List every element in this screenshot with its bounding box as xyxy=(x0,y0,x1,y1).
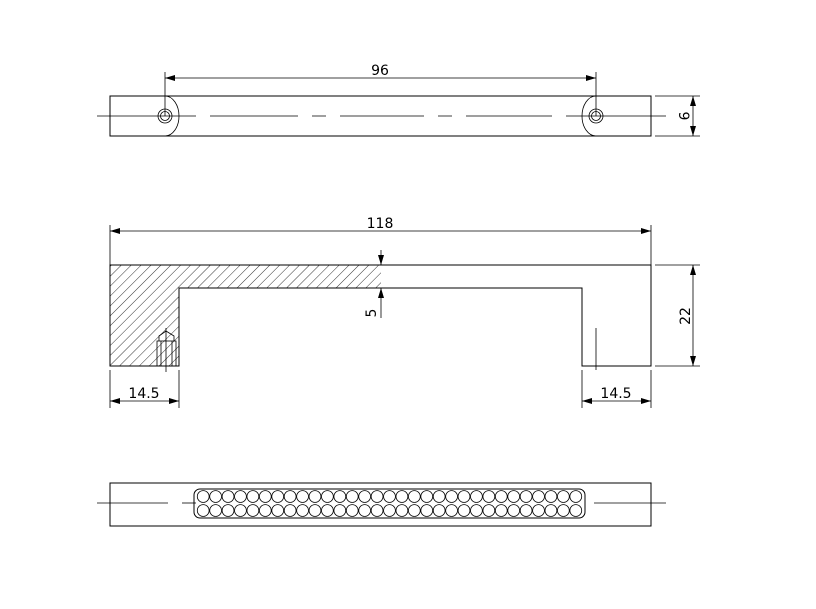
screw-insert xyxy=(156,328,177,372)
crystal-circle xyxy=(408,490,421,503)
crystal-circle xyxy=(196,504,210,517)
crystal-circle xyxy=(383,490,396,503)
crystal-circle xyxy=(271,490,285,503)
crystal-circle xyxy=(569,490,583,503)
crystal-circle xyxy=(519,490,533,503)
crystal-circle xyxy=(296,490,309,503)
crystal-inlay xyxy=(193,488,586,519)
crystal-circle xyxy=(246,490,260,503)
crystal-circle xyxy=(246,504,260,517)
crystal-circle xyxy=(432,490,446,503)
crystal-circle xyxy=(420,490,434,503)
dimension-label: 22 xyxy=(678,307,694,325)
crystal-circle xyxy=(258,490,272,503)
crystal-circle xyxy=(221,504,235,517)
crystal-circle xyxy=(283,504,297,517)
crystal-circle xyxy=(494,490,508,503)
crystal-circle xyxy=(370,490,384,503)
side-view: 118 5 22 14.5 14.5 xyxy=(109,216,700,408)
crystal-circle xyxy=(395,504,409,517)
crystal-circle xyxy=(569,504,583,517)
crystal-circle xyxy=(420,504,434,517)
crystal-circle xyxy=(209,504,222,517)
crystal-circle xyxy=(445,490,458,503)
crystal-circles xyxy=(196,490,583,517)
crystal-circle xyxy=(519,504,533,517)
dimension-right-leg: 14.5 xyxy=(581,370,652,408)
crystal-circle xyxy=(370,504,384,517)
dimension-label: 5 xyxy=(364,309,380,318)
crystal-circle xyxy=(507,490,521,503)
crystal-circle xyxy=(234,490,247,503)
crystal-circle xyxy=(470,504,483,517)
side-view-outline xyxy=(109,264,652,367)
crystal-circle xyxy=(470,490,483,503)
crystal-circle xyxy=(383,504,396,517)
crystal-circle xyxy=(321,504,334,517)
dimension-overall-length: 118 xyxy=(109,216,652,265)
crystal-circle xyxy=(532,490,545,503)
crystal-circle xyxy=(482,504,496,517)
bottom-view-outline xyxy=(109,482,652,527)
crystal-circle xyxy=(296,504,309,517)
top-view: 96 9 xyxy=(97,63,700,137)
dimension-width: 9 xyxy=(655,95,700,137)
crystal-circle xyxy=(358,504,371,517)
dimension-wall-thickness: 5 xyxy=(364,250,384,318)
crystal-circle xyxy=(345,504,359,517)
crystal-circle xyxy=(308,490,322,503)
crystal-circle xyxy=(234,504,247,517)
crystal-circle xyxy=(457,490,471,503)
bottom-view xyxy=(97,482,666,527)
crystal-circle xyxy=(209,490,222,503)
crystal-circle xyxy=(221,490,235,503)
crystal-circle xyxy=(544,504,558,517)
crystal-circle xyxy=(457,504,471,517)
crystal-circle xyxy=(507,504,521,517)
crystal-circle xyxy=(408,504,421,517)
crystal-circle xyxy=(271,504,285,517)
crystal-circle xyxy=(532,504,545,517)
crystal-circle xyxy=(196,490,210,503)
crystal-circle xyxy=(308,504,322,517)
section-hatch xyxy=(110,265,381,366)
dimension-left-leg: 14.5 xyxy=(109,370,180,408)
crystal-circle xyxy=(358,490,371,503)
dimension-label: 118 xyxy=(367,216,394,232)
crystal-circle xyxy=(494,504,508,517)
crystal-circle xyxy=(445,504,458,517)
crystal-circle xyxy=(432,504,446,517)
dimension-height: 22 xyxy=(655,264,700,367)
dimension-label: 9 xyxy=(675,112,691,121)
crystal-circle xyxy=(544,490,558,503)
crystal-circle xyxy=(333,504,347,517)
crystal-circle xyxy=(557,490,570,503)
crystal-circle xyxy=(258,504,272,517)
crystal-circle xyxy=(333,490,347,503)
crystal-circle xyxy=(395,490,409,503)
crystal-circle xyxy=(283,490,297,503)
crystal-circle xyxy=(482,490,496,503)
crystal-circle xyxy=(557,504,570,517)
dimension-label: 14.5 xyxy=(128,386,159,402)
crystal-circle xyxy=(321,490,334,503)
dimension-label: 96 xyxy=(371,63,389,79)
crystal-circle xyxy=(345,490,359,503)
dimension-label: 14.5 xyxy=(600,386,631,402)
dimension-hole-spacing: 96 xyxy=(164,63,597,116)
